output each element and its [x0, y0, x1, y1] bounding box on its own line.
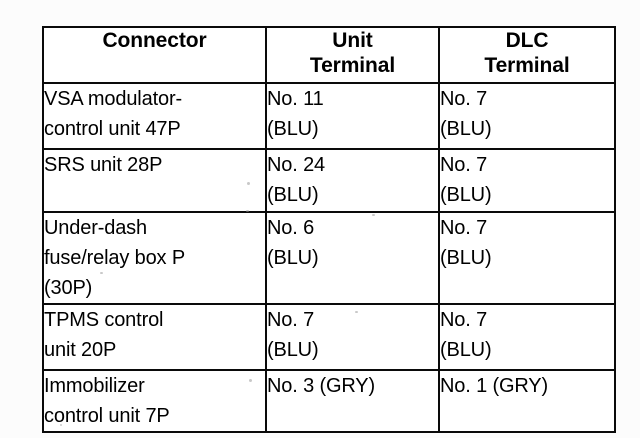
cell-unit-terminal: No. 24 (BLU) [265, 148, 440, 213]
table-row: SRS unit 28P No. 24 (BLU) No. 7 (BLU) [42, 148, 616, 213]
cell-dlc-line-2: (BLU) [440, 339, 492, 361]
cell-connector-line-1: Immobilizer [44, 375, 145, 397]
table-row: VSA modulator- control unit 47P No. 11 (… [42, 82, 616, 150]
cell-unit-line-1: No. 7 [267, 309, 315, 331]
cell-dlc-line-1: No. 7 [440, 309, 488, 331]
cell-dlc-line-1: No. 7 [440, 154, 488, 176]
cell-connector-line-1: SRS unit 28P [44, 154, 163, 176]
header-unit-line-2: Terminal [309, 54, 396, 77]
cell-dlc-terminal: No. 7 (BLU) [438, 82, 616, 150]
cell-unit-line-2: (BLU) [267, 247, 319, 269]
table-row: Under-dash fuse/relay box P (30P) No. 6 … [42, 211, 616, 305]
cell-connector-line-2: control unit 7P [44, 405, 170, 427]
cell-connector: TPMS control unit 20P [42, 303, 267, 371]
cell-connector-line-3: (30P) [44, 277, 93, 299]
column-header-unit-terminal: Unit Terminal [265, 26, 440, 84]
cell-unit-line-1: No. 24 [267, 154, 326, 176]
connector-terminal-table: Connector Unit Terminal DLC Terminal VSA… [42, 26, 616, 433]
cell-dlc-line-1: No. 1 (GRY) [440, 375, 549, 397]
cell-dlc-line-2: (BLU) [440, 118, 492, 140]
cell-connector-line-2: unit 20P [44, 339, 117, 361]
cell-connector-line-1: Under-dash [44, 217, 148, 239]
column-header-dlc-terminal: DLC Terminal [438, 26, 616, 84]
cell-dlc-terminal: No. 7 (BLU) [438, 211, 616, 305]
header-unit-line-1: Unit [332, 29, 373, 52]
cell-dlc-terminal: No. 7 (BLU) [438, 148, 616, 213]
cell-unit-line-1: No. 3 (GRY) [267, 375, 376, 397]
cell-unit-line-1: No. 6 [267, 217, 315, 239]
column-header-connector: Connector [42, 26, 267, 84]
cell-unit-terminal: No. 3 (GRY) [265, 369, 440, 433]
cell-connector-line-1: TPMS control [44, 309, 164, 331]
cell-connector: SRS unit 28P [42, 148, 267, 213]
header-dlc-line-2: Terminal [484, 54, 570, 77]
cell-connector-line-2: fuse/relay box P [44, 247, 186, 269]
cell-connector-line-1: VSA modulator- [44, 88, 182, 110]
cell-dlc-line-2: (BLU) [440, 184, 492, 206]
header-connector-line-1: Connector [102, 29, 207, 52]
cell-dlc-line-1: No. 7 [440, 217, 488, 239]
cell-connector: VSA modulator- control unit 47P [42, 82, 267, 150]
cell-unit-line-2: (BLU) [267, 118, 319, 140]
cell-dlc-line-1: No. 7 [440, 88, 488, 110]
cell-dlc-terminal: No. 1 (GRY) [438, 369, 616, 433]
table-body: VSA modulator- control unit 47P No. 11 (… [42, 82, 616, 433]
cell-unit-line-2: (BLU) [267, 339, 319, 361]
cell-connector-line-2: control unit 47P [44, 118, 181, 140]
cell-dlc-line-2: (BLU) [440, 247, 492, 269]
cell-connector: Under-dash fuse/relay box P (30P) [42, 211, 267, 305]
header-dlc-line-1: DLC [505, 29, 549, 52]
cell-unit-terminal: No. 7 (BLU) [265, 303, 440, 371]
cell-unit-line-2: (BLU) [267, 184, 319, 206]
cell-dlc-terminal: No. 7 (BLU) [438, 303, 616, 371]
table-header: Connector Unit Terminal DLC Terminal [42, 26, 616, 84]
cell-unit-terminal: No. 6 (BLU) [265, 211, 440, 305]
cell-connector: Immobilizer control unit 7P [42, 369, 267, 433]
header-row: Connector Unit Terminal DLC Terminal [42, 26, 616, 84]
connector-terminal-table-container: Connector Unit Terminal DLC Terminal VSA… [42, 26, 616, 433]
cell-unit-terminal: No. 11 (BLU) [265, 82, 440, 150]
table-row: Immobilizer control unit 7P No. 3 (GRY) … [42, 369, 616, 433]
cell-unit-line-1: No. 11 [267, 88, 324, 110]
table-row: TPMS control unit 20P No. 7 (BLU) No. 7 … [42, 303, 616, 371]
